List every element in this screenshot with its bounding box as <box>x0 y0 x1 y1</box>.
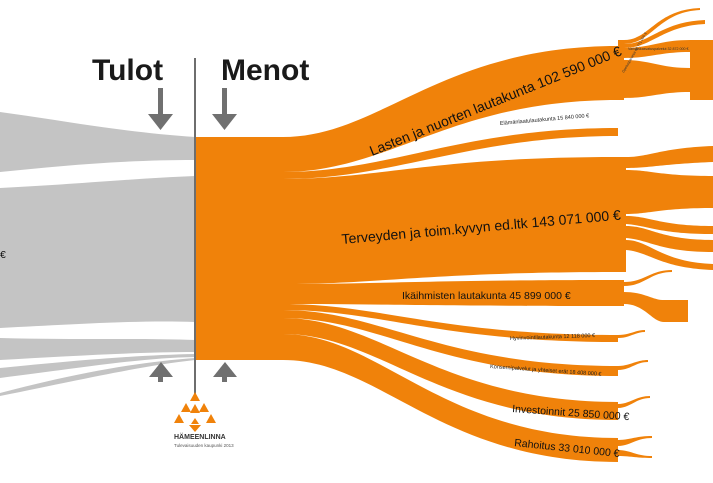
sub-flow <box>624 270 672 286</box>
income-flow-top <box>0 112 195 172</box>
logo-tagline: Tulevaisuuden kaupunki 2013 <box>174 443 234 448</box>
sub-flows <box>618 8 713 458</box>
hameenlinna-logo-icon <box>174 392 216 432</box>
income-total-fragment: € <box>0 249 6 261</box>
branch-flow-rahoitus <box>283 334 618 462</box>
sub-flow <box>624 60 690 98</box>
sub-flow <box>618 360 648 370</box>
sub-flow <box>626 226 713 252</box>
arrow-down-expense-icon <box>212 88 237 130</box>
income-flow-lower <box>0 338 195 360</box>
income-flows <box>0 112 195 396</box>
sub-flow <box>618 450 652 458</box>
branch-flow-investoinnit <box>283 318 618 420</box>
sub-node-terveys <box>618 157 626 272</box>
sub-flow <box>624 292 664 322</box>
logo-name: HÄMEENLINNA <box>174 433 226 441</box>
sub-flow <box>626 216 713 234</box>
arrow-up-income-icon <box>149 362 173 382</box>
income-flow-sliver <box>0 358 195 396</box>
sub-flow <box>618 436 652 446</box>
sub-flow <box>624 8 700 44</box>
label-hyvinvointi: Hyvinvointilautakunta 12 118 000 € <box>510 333 595 342</box>
header-tulot: Tulot <box>92 54 163 87</box>
branch-flow-konserni <box>283 310 618 376</box>
sub-flow <box>618 396 650 408</box>
branch-flow-ikaihmiset <box>283 280 618 306</box>
sub-flow <box>626 170 713 214</box>
sub-flow <box>626 146 713 168</box>
sub-node-kotihoito <box>664 300 688 322</box>
arrow-up-expense-icon <box>213 362 237 382</box>
sub-node-ikaihmiset <box>618 280 624 306</box>
header-menot: Menot <box>221 54 309 87</box>
arrow-down-income-icon <box>148 88 173 130</box>
sub-node-lasten <box>618 40 624 100</box>
branch-flow-terveys <box>283 157 618 284</box>
income-flow-main <box>0 176 195 328</box>
expense-branches <box>283 46 618 462</box>
sub-flow <box>624 20 705 48</box>
sub-flow <box>624 40 690 58</box>
label-elamanlaatu: Elämänlaatulautakunta 15 840 000 € <box>500 113 590 127</box>
expense-trunk <box>195 137 283 360</box>
branch-flow-lasten <box>283 46 618 172</box>
branch-flow-hyvinvointi <box>283 304 618 342</box>
sub-node-opetus <box>690 40 713 100</box>
label-varhaiskasvatus: Varhaiskasvatuspalvelut 32 872 000 € <box>628 47 688 51</box>
sub-flow <box>626 240 713 270</box>
sub-flow <box>618 330 645 338</box>
income-flow-thin <box>0 354 195 378</box>
label-ikaihmiset: Ikäihmisten lautakunta 45 899 000 € <box>402 290 571 302</box>
branch-flow-elamanlaatu <box>283 128 618 179</box>
